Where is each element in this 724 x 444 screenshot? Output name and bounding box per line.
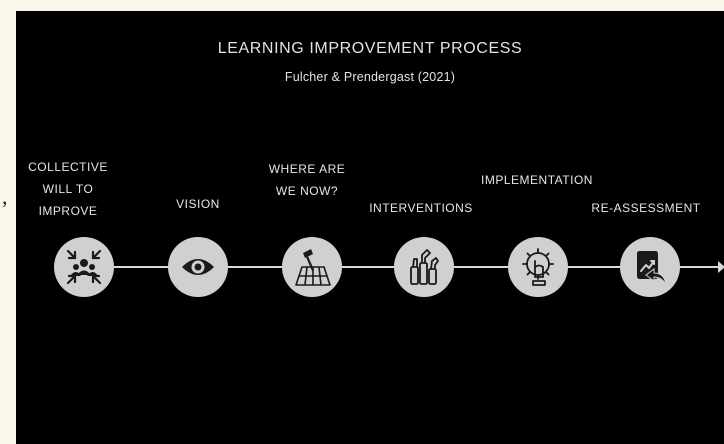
step-label-vision: VISION xyxy=(158,193,238,215)
step-label-line: RE-ASSESSMENT xyxy=(591,201,701,215)
document-chart-return-icon xyxy=(637,251,667,285)
diagram-title: LEARNING IMPROVEMENT PROCESS xyxy=(217,40,523,57)
stray-comma-mark: , xyxy=(2,184,8,209)
step-label-where-are-we-now: WHERE ARE WE NOW? xyxy=(257,158,357,202)
step-label-line: VISION xyxy=(176,197,220,211)
step-label-line: COLLECTIVE xyxy=(28,160,108,174)
step-label-line: IMPLEMENTATION xyxy=(481,173,593,187)
step-node-collective-will xyxy=(54,237,114,297)
step-label-line: INTERVENTIONS xyxy=(369,201,473,215)
step-node-interventions xyxy=(394,237,454,297)
step-label-line: WHERE ARE xyxy=(268,162,346,176)
slide: LEARNING IMPROVEMENT PROCESS Fulcher & P… xyxy=(16,11,724,444)
diagram-subtitle: Fulcher & Prendergast (2021) xyxy=(284,70,456,84)
hand-gear-icon xyxy=(522,248,554,286)
step-node-where-are-we-now xyxy=(282,237,342,297)
map-pin-icon xyxy=(295,249,331,286)
step-node-vision xyxy=(168,237,228,297)
step-node-implementation xyxy=(508,237,568,297)
step-label-re-assessment: RE-ASSESSMENT xyxy=(581,197,711,219)
connector-arrowhead xyxy=(718,261,724,273)
eye-icon xyxy=(182,259,214,275)
step-label-implementation: IMPLEMENTATION xyxy=(467,169,607,191)
step-label-line: WE NOW? xyxy=(275,184,339,198)
step-label-interventions: INTERVENTIONS xyxy=(356,197,486,219)
step-label-collective-will: COLLECTIVE WILL TO IMPROVE xyxy=(28,156,108,222)
tools-icon xyxy=(410,249,439,285)
step-label-line: IMPROVE xyxy=(38,204,98,218)
group-arrows-inward-icon xyxy=(66,249,102,285)
step-node-re-assessment xyxy=(620,237,680,297)
step-label-line: WILL TO xyxy=(42,182,94,196)
